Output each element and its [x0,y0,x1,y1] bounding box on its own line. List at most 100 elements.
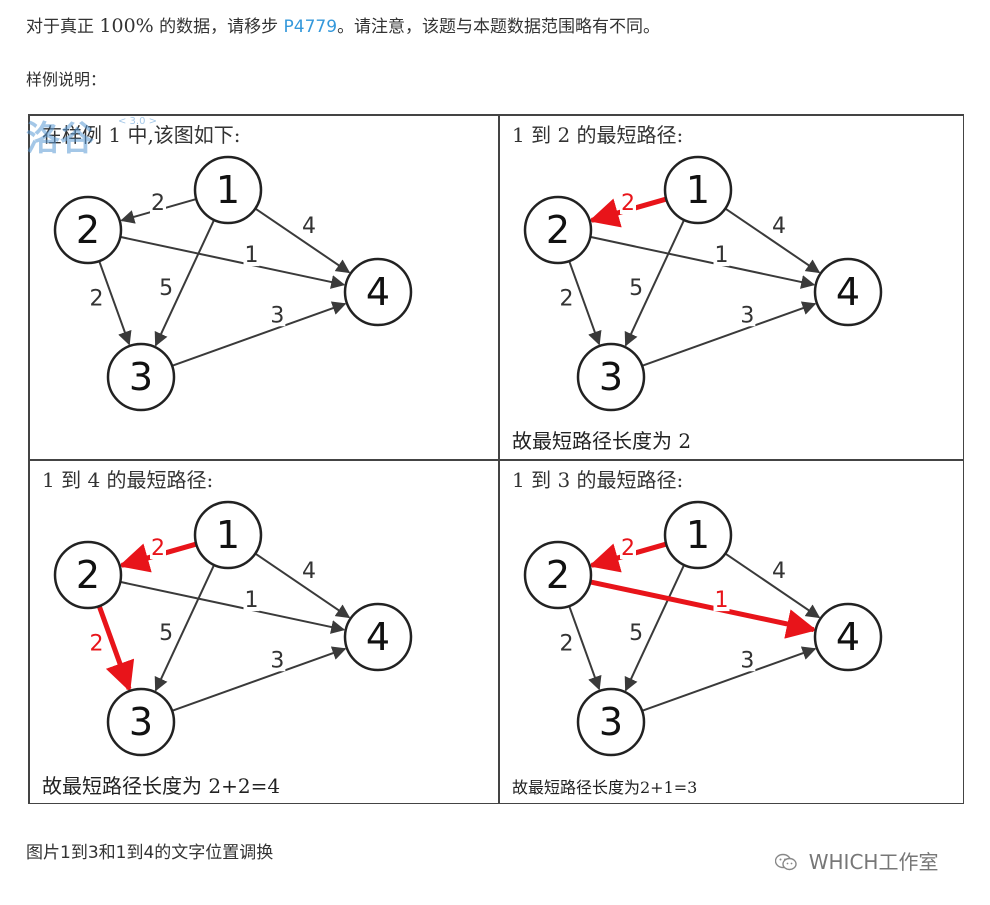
node-4 [813,257,883,327]
edge-weight-1-2: 2 [621,536,635,561]
edge-weight-1-2: 2 [621,191,635,216]
panel-2-footer: 故最短路径长度为 2 [512,429,691,453]
intro-math: 100% [99,15,154,37]
node-label-3: 3 [129,355,153,399]
svg-text:< 3.0 >: < 3.0 > [118,116,157,127]
panel-1-title: 在样例 1 中,该图如下: [42,123,241,147]
node-label-1: 1 [216,168,240,212]
node-label-3: 3 [129,700,153,744]
node-label-4: 4 [836,615,860,659]
node-label-4: 4 [366,615,390,659]
node-4 [343,257,413,327]
edge-2-4 [120,235,346,289]
node-1 [663,155,733,225]
edge-weight-2-3: 2 [90,287,104,312]
intro-post: 。请注意，该题与本题数据范围略有不同。 [337,17,661,37]
edge-2-4 [589,579,817,639]
node-2 [53,195,123,265]
node-label-1: 1 [686,168,710,212]
example-label: 样例说明： [26,70,107,89]
edge-weight-1-3: 5 [159,276,173,301]
edge-weight-1-2: 2 [151,536,165,561]
p4779-link[interactable]: P4779 [283,17,338,37]
node-4 [343,602,413,672]
panel-borders [28,114,964,804]
node-label-3: 3 [599,355,623,399]
wechat-icon [774,853,803,874]
node-4 [813,602,883,672]
edge-weight-1-3: 5 [159,621,173,646]
edge-weight-1-2: 2 [151,191,165,216]
node-label-4: 4 [366,270,390,314]
edge-weight-2-3: 2 [560,632,574,657]
node-3 [106,687,176,757]
node-1 [193,155,263,225]
node-label-2: 2 [546,208,570,252]
example-graph-image: 在样例 1 中,该图如下: 2 4 5 1 2 3 1 2 3 4 1 到 2 的最短路径: 故最短路径… [28,114,964,804]
panel-4-footer: 故最短路径长度为2+1=3 [512,778,697,797]
edge-3-4 [641,301,817,367]
edge-1-4 [254,207,351,274]
edge-1-3 [154,564,215,692]
edge-weight-1-3: 5 [629,621,643,646]
edge-3-4 [171,301,347,367]
image-caption: 图片1到3和1到4的文字位置调换 [26,843,274,863]
edge-2-3 [96,605,135,692]
node-1 [193,500,263,570]
node-label-2: 2 [76,553,100,597]
edge-weight-3-4: 3 [740,303,754,328]
intro-mid: 的数据，请移步 [153,17,284,37]
edge-weight-3-4: 3 [270,648,284,673]
edge-2-3 [568,260,602,346]
edge-2-3 [98,260,132,346]
node-2 [53,540,123,610]
edge-weight-2-3: 2 [90,632,104,657]
edge-3-4 [171,646,347,712]
node-label-1: 1 [686,513,710,557]
svg-text:洛谷: 洛谷 [26,119,94,159]
node-2 [523,195,593,265]
watermark-text: WHICH工作室 [808,850,939,874]
edge-1-4 [254,552,351,619]
panel-3-title: 1 到 4 的最短路径: [42,468,213,492]
luogu-watermark-logo: 洛谷 < 3.0 > [26,116,157,159]
node-2 [523,540,593,610]
edge-weight-2-3: 2 [560,287,574,312]
panel-3-footer: 故最短路径长度为 2+2=4 [42,774,280,798]
edge-weight-3-4: 3 [740,648,754,673]
node-3 [576,687,646,757]
example-figure: 在样例 1 中,该图如下: 2 4 5 1 2 3 1 2 3 4 1 到 2 的最短路径: 故最短路径… [26,112,964,804]
edge-weight-1-4: 4 [772,559,786,584]
node-label-3: 3 [599,700,623,744]
node-label-2: 2 [76,208,100,252]
node-3 [106,342,176,412]
edge-1-3 [154,219,215,347]
node-label-2: 2 [546,553,570,597]
intro-pre: 对于真正 [26,17,100,37]
edge-1-4 [724,552,821,619]
edge-1-3 [624,564,685,692]
node-1 [663,500,733,570]
edge-weight-2-4: 1 [715,243,729,268]
node-label-4: 4 [836,270,860,314]
edge-2-4 [120,580,346,634]
edge-weight-1-4: 4 [302,214,316,239]
node-3 [576,342,646,412]
edge-2-4 [590,235,816,289]
node-label-1: 1 [216,513,240,557]
edge-1-3 [624,219,685,347]
intro-line: 对于真正 100% 的数据，请移步 P4779。请注意，该题与本题数据范围略有不… [26,12,660,37]
edge-weight-1-4: 4 [302,559,316,584]
edge-weight-2-4: 1 [245,243,259,268]
edge-weight-1-3: 5 [629,276,643,301]
edge-1-4 [724,207,821,274]
edge-weight-2-4: 1 [715,588,729,613]
panel-2-title: 1 到 2 的最短路径: [512,123,683,147]
edge-3-4 [641,646,817,712]
wechat-watermark: WHICH工作室 [774,846,939,875]
panel-4-border [498,459,964,804]
